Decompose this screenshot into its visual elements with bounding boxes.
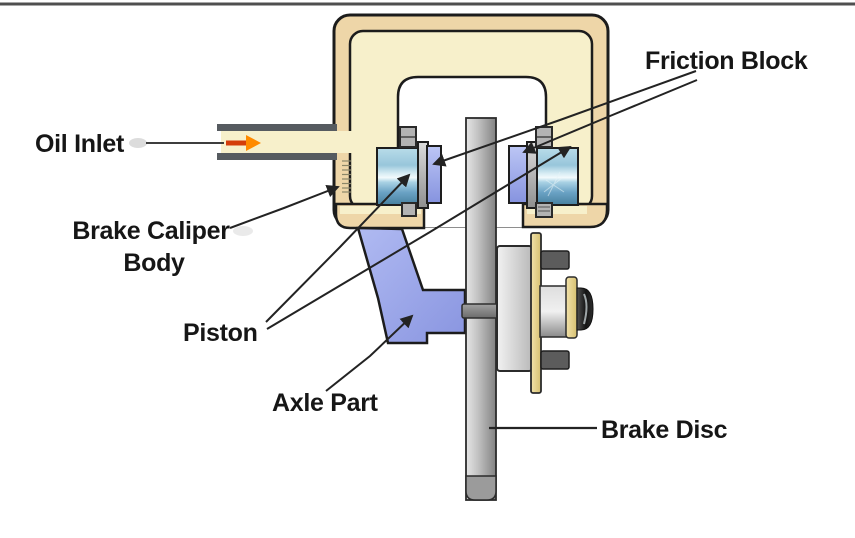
oil-channel-wall-top xyxy=(217,124,337,131)
hub-spindle xyxy=(539,285,568,338)
oil-channel-bore xyxy=(221,131,368,153)
right-piston-scratches xyxy=(543,171,565,197)
hub-dust-cap-highlight xyxy=(583,293,588,325)
leader-friction-left xyxy=(432,70,697,167)
left-friction-block xyxy=(426,145,442,204)
right-backing-plate xyxy=(526,141,538,209)
label-oil-inlet: Oil Inlet xyxy=(35,130,125,158)
brake-disc xyxy=(461,117,501,501)
label-brake-disc: Brake Disc xyxy=(601,416,728,444)
label-friction-block: Friction Block xyxy=(645,47,808,75)
leader-piston-right xyxy=(266,145,572,330)
oil-flow-arrow-head xyxy=(246,135,261,151)
axle-part-shape xyxy=(356,226,467,345)
label-brake-caliper-line2: Body xyxy=(123,249,185,277)
wheel-bolt-bottom xyxy=(540,350,570,370)
hub-gold-ring-inner xyxy=(565,276,578,339)
disc-clamp-band xyxy=(461,303,501,319)
leader-friction-right xyxy=(522,79,698,154)
label-axle-part: Axle Part xyxy=(272,389,379,417)
left-bottom-seal xyxy=(401,202,417,217)
left-piston xyxy=(376,147,419,206)
hub-flange xyxy=(496,245,533,372)
hub-dust-cap xyxy=(576,287,594,331)
right-bottom-seal xyxy=(535,202,553,218)
oil-inlet-line-dot xyxy=(129,138,147,148)
leader-brake-caliper xyxy=(229,184,340,229)
wheel-hub-assembly xyxy=(496,232,594,394)
caliper-line-smudge xyxy=(233,226,253,236)
wheel-bolt-top xyxy=(540,250,570,270)
oil-inlet-channel xyxy=(217,124,368,160)
leader-axle-part xyxy=(325,314,414,392)
caliper-right-foot-face xyxy=(527,206,587,214)
labels: Oil Inlet Brake Caliper Body Piston Axle… xyxy=(35,47,808,444)
leader-lines xyxy=(129,70,698,430)
caliper-left-foot-face xyxy=(340,206,421,214)
thread-hatching xyxy=(342,160,351,193)
leader-piston-left xyxy=(265,173,411,323)
label-piston: Piston xyxy=(183,319,258,347)
caliper-arch-outline xyxy=(396,75,548,227)
label-brake-caliper-line1: Brake Caliper xyxy=(72,217,230,245)
oil-channel-wall-bottom xyxy=(217,153,337,160)
disc-bottom-cap xyxy=(465,475,497,501)
